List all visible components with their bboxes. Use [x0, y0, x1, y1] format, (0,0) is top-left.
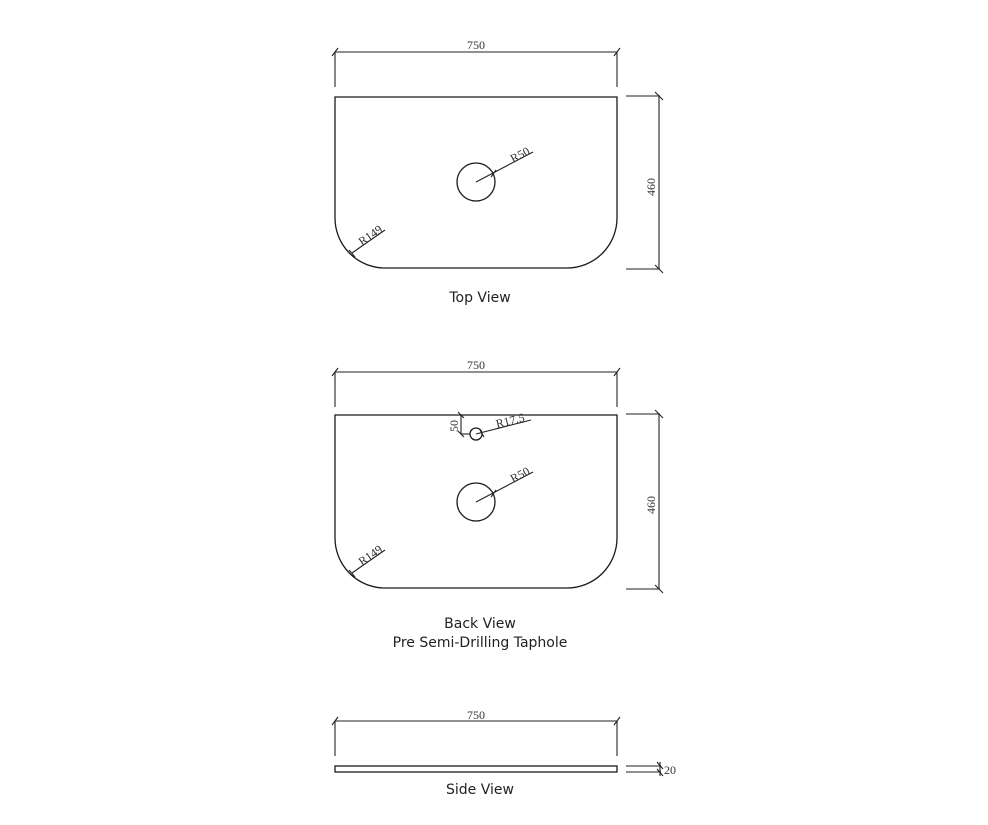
top-basin-hole	[456, 162, 496, 202]
top-height-dimension: 460	[626, 91, 664, 274]
side-view-caption: Side View	[446, 782, 514, 798]
back-corner-radius-label: R149	[356, 542, 385, 568]
top-view: 750 R50 R149 460	[331, 38, 664, 274]
top-corner-radius-label: R149	[356, 222, 385, 248]
back-view-subcaption: Pre Semi-Drilling Taphole	[392, 635, 568, 651]
back-width-dimension: 750	[331, 358, 621, 407]
back-hole-radius-label: R50	[508, 464, 532, 486]
side-profile	[334, 765, 618, 773]
top-height-label: 460	[644, 178, 658, 196]
top-view-caption: Top View	[449, 290, 511, 306]
side-width-label: 750	[467, 708, 485, 722]
back-taphole-offset-label: 50	[447, 420, 461, 432]
back-height-dimension: 460	[626, 409, 664, 594]
top-outline	[334, 96, 618, 269]
back-view-caption: Back View	[444, 616, 516, 632]
back-basin-hole	[456, 482, 496, 522]
back-taphole-radius-label: R17.5	[494, 410, 526, 431]
top-width-label: 750	[467, 38, 485, 52]
side-width-dimension: 750	[331, 708, 621, 756]
back-width-label: 750	[467, 358, 485, 372]
back-view: 750 R17.5 50 R50 R149 460	[331, 358, 664, 594]
top-width-dimension: 750	[331, 38, 621, 87]
side-thickness-label: 20	[664, 763, 676, 777]
back-outline	[334, 414, 618, 589]
top-hole-radius-label: R50	[508, 144, 532, 166]
side-view: 750 20	[331, 708, 676, 777]
side-thickness-dimension: 20	[626, 761, 676, 777]
back-height-label: 460	[644, 496, 658, 514]
